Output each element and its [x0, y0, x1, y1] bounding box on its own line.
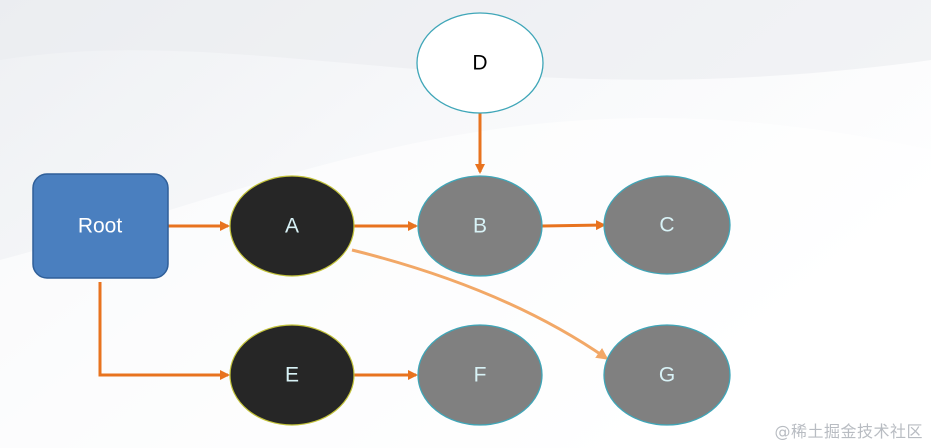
watermark-text: @稀土掘金技术社区 [774, 422, 923, 441]
node-b-label: B [473, 215, 487, 238]
node-c-label: C [659, 214, 674, 237]
node-root [32, 173, 169, 279]
node-root-label: Root [78, 215, 123, 238]
node-f [417, 324, 543, 426]
node-b [417, 175, 543, 277]
node-a-label: A [285, 215, 299, 238]
edge-a-to-g [351, 248, 609, 360]
node-d-label: D [472, 52, 487, 75]
node-a [229, 175, 355, 277]
node-c [603, 175, 731, 275]
edge-root-to-e [98, 282, 230, 380]
node-g [603, 324, 731, 426]
node-g-label: G [659, 364, 675, 387]
node-d [416, 12, 544, 114]
node-e-label: E [285, 364, 299, 387]
node-e [229, 324, 355, 426]
edge-b-to-c [541, 220, 606, 231]
node-f-label: F [474, 364, 487, 387]
